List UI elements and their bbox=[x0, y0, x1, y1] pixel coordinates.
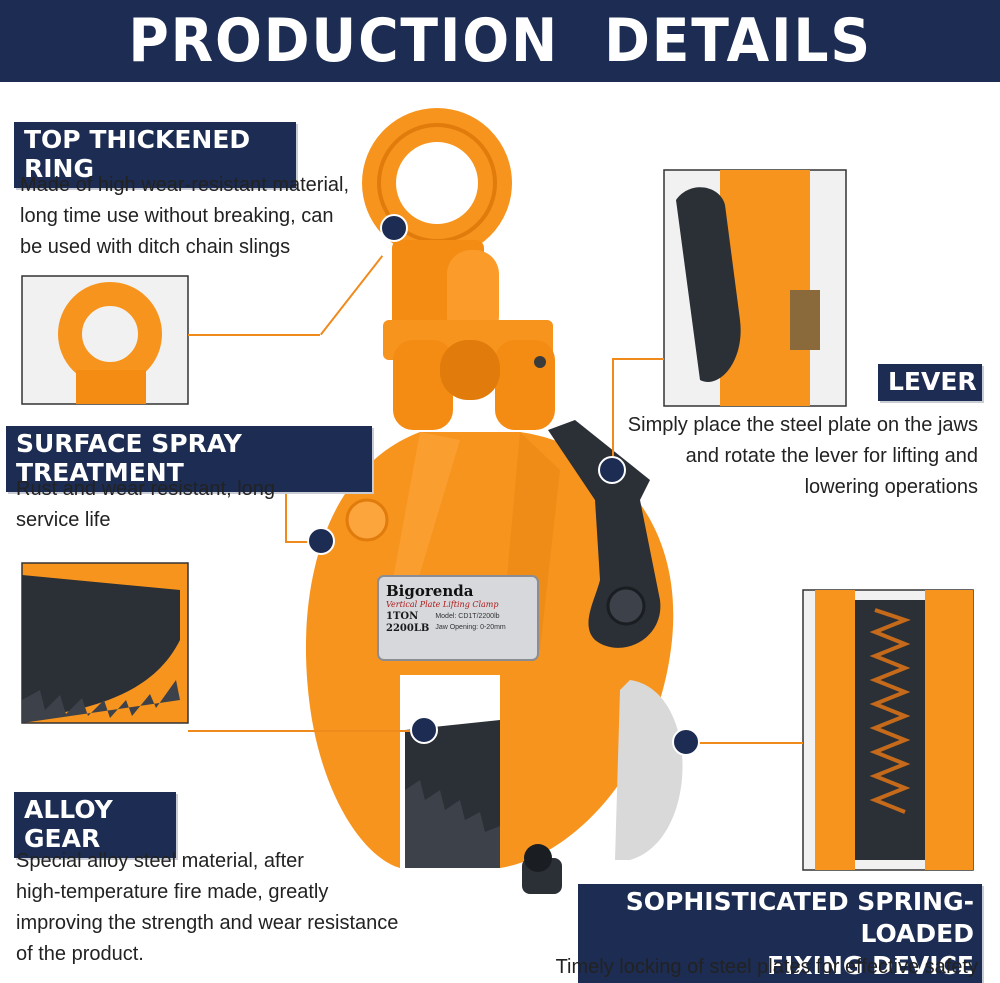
label-spring-line2: FIXING DEVICE bbox=[766, 951, 974, 980]
desc-lever: Simply place the steel plate on the jaws… bbox=[628, 410, 978, 503]
nameplate-brand: Bigorenda bbox=[386, 582, 474, 600]
inset-spring-image bbox=[802, 589, 974, 871]
label-spray: SURFACE SPRAY TREATMENT bbox=[6, 426, 372, 492]
clamp-body bbox=[305, 108, 683, 894]
nameplate: Bigorenda Vertical Plate Lifting Clamp 1… bbox=[386, 582, 532, 656]
desc-lever-line: Simply place the steel plate on the jaws bbox=[627, 414, 978, 436]
label-spring: SOPHISTICATED SPRING-LOADED FIXING DEVIC… bbox=[578, 884, 982, 983]
desc-gear-line: Special alloy steel material, after bbox=[16, 850, 304, 872]
marker-ring bbox=[380, 214, 408, 242]
marker-spring bbox=[672, 728, 700, 756]
inset-lever-image bbox=[663, 169, 847, 407]
page-title: PRODUCTION DETAILS bbox=[128, 6, 872, 76]
nameplate-model: Model: CD1T/2200lb bbox=[435, 613, 500, 620]
desc-spray-line: service life bbox=[16, 509, 111, 531]
desc-gear-line: of the product. bbox=[16, 943, 144, 965]
marker-lever bbox=[598, 456, 626, 484]
nameplate-jaw: Jaw Opening: 0-20mm bbox=[435, 624, 506, 631]
label-ring: TOP THICKENED RING bbox=[14, 122, 296, 188]
connector-lever-h bbox=[612, 358, 664, 360]
desc-ring-line: be used with ditch chain slings bbox=[20, 236, 291, 258]
label-spring-line1: SOPHISTICATED SPRING-LOADED bbox=[625, 887, 974, 948]
label-lever: LEVER bbox=[878, 364, 982, 401]
connector-spring-h bbox=[686, 742, 803, 744]
desc-gear-line: improving the strength and wear resistan… bbox=[16, 912, 399, 934]
inset-gear-image bbox=[21, 562, 189, 724]
connector-lever-v bbox=[612, 358, 614, 470]
desc-ring: Made of high wear-resistant material, lo… bbox=[20, 170, 349, 263]
connector-spray-h bbox=[285, 541, 321, 543]
label-gear: ALLOY GEAR bbox=[14, 792, 176, 858]
desc-ring-line: long time use without breaking, can bbox=[20, 205, 334, 227]
nameplate-capacity-ton: 1TON bbox=[386, 611, 419, 622]
desc-lever-line: lowering operations bbox=[804, 476, 978, 498]
nameplate-capacity-lb: 2200LB bbox=[386, 623, 430, 634]
connector-gear-h bbox=[188, 730, 424, 732]
desc-spring: Timely locking of steel plates for effec… bbox=[555, 956, 978, 978]
desc-lever-line: and rotate the lever for lifting and bbox=[685, 445, 978, 467]
inset-ring-image bbox=[21, 275, 189, 405]
header-banner: PRODUCTION DETAILS bbox=[0, 0, 1000, 82]
nameplate-subtitle: Vertical Plate Lifting Clamp bbox=[386, 600, 499, 609]
desc-ring-line: Made of high wear-resistant material, bbox=[20, 174, 350, 196]
desc-spray: Rust and wear resistant, long service li… bbox=[16, 474, 275, 536]
desc-gear: Special alloy steel material, after high… bbox=[16, 846, 398, 970]
desc-spray-line: Rust and wear resistant, long bbox=[16, 478, 276, 500]
marker-spray bbox=[307, 527, 335, 555]
connector-ring-h bbox=[188, 334, 320, 336]
desc-gear-line: high-temperature fire made, greatly bbox=[16, 881, 329, 903]
marker-gear bbox=[410, 716, 438, 744]
connector-spray-v bbox=[285, 462, 287, 542]
